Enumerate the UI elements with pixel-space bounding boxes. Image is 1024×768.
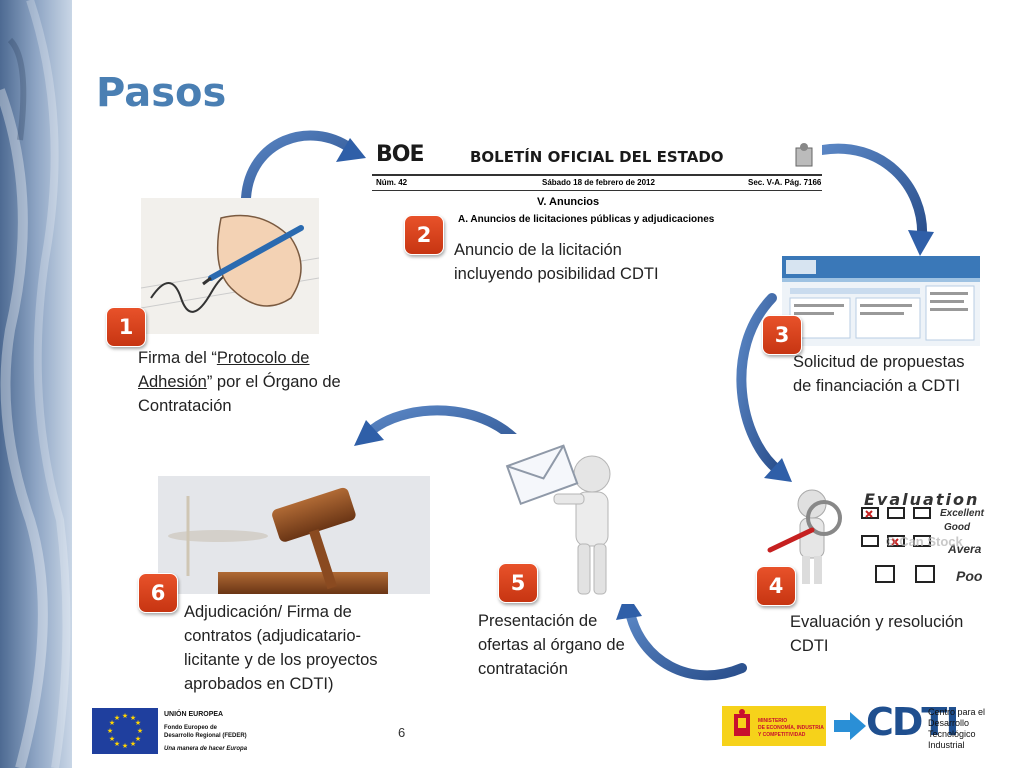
gavel-image — [158, 476, 430, 594]
svg-text:★: ★ — [114, 740, 120, 748]
evaluation-image: Evaluation Excellent Good Avera Poo © Ca… — [762, 486, 994, 596]
arrow-head-5 — [354, 420, 384, 446]
arrow-head-4 — [616, 592, 642, 620]
svg-text:★: ★ — [107, 727, 113, 735]
signing-hand-image — [141, 198, 319, 334]
eu-fund-line1: Fondo Europeo de — [164, 725, 217, 731]
evaluation-watermark: © Can Stock — [886, 534, 963, 549]
coat-of-arms-icon — [795, 143, 813, 167]
arrow-step1-to-step2 — [241, 130, 355, 203]
cdti-line2: Desarrollo — [928, 718, 970, 728]
arrow-step2-to-step3 — [817, 143, 928, 243]
evaluation-option-excellent: Excellent — [940, 508, 984, 519]
boe-issue-number: Núm. 42 — [376, 178, 408, 187]
decorative-side-strip — [0, 0, 72, 768]
cdti-website-image — [782, 256, 980, 346]
cdti-line1: Centro para el — [928, 707, 986, 717]
step-6-label: Adjudicación/ Firma de contratos (adjudi… — [184, 603, 378, 693]
cdti-line3: Tecnológico — [928, 729, 976, 739]
ministry-line1: MINISTERIO — [758, 718, 788, 724]
step-3-label: Solicitud de propuestas de financiación … — [793, 353, 965, 395]
evaluation-heading: Evaluation — [864, 490, 980, 509]
svg-text:★: ★ — [135, 719, 141, 727]
step-5-badge: 5 — [498, 563, 538, 603]
slide-title: Pasos — [96, 70, 227, 116]
spain-coat-of-arms-icon — [734, 709, 750, 736]
svg-text:★: ★ — [122, 712, 128, 720]
evaluation-option-good: Good — [944, 522, 971, 533]
boe-section: V. Anuncios — [537, 196, 600, 208]
ministry-line3: Y COMPETITIVIDAD — [758, 732, 806, 738]
arrow-step4-to-step5 — [625, 607, 747, 681]
evaluation-option-poor: Poo — [956, 568, 983, 584]
svg-text:★: ★ — [137, 727, 143, 735]
boe-image: BOE BOLETÍN OFICIAL DEL ESTADO Núm. 42 S… — [372, 140, 822, 232]
eu-fund-line2: Desarrollo Regional (FEDER) — [164, 733, 247, 739]
arrow-head-2 — [908, 230, 934, 256]
svg-text:★: ★ — [122, 742, 128, 750]
step-2-badge: 2 — [404, 215, 444, 255]
step-3-badge: 3 — [762, 315, 802, 355]
step-4-label: Evaluación y resolución CDTI — [790, 613, 964, 655]
step-6-badge: 6 — [138, 573, 178, 613]
arrow-head-3 — [764, 458, 792, 482]
svg-text:★: ★ — [109, 719, 115, 727]
svg-text:★: ★ — [114, 714, 120, 722]
eu-motto: Una manera de hacer Europa — [164, 746, 248, 752]
arrow-head-1 — [336, 138, 366, 162]
page-number: 6 — [398, 725, 406, 740]
cdti-line4: Industrial — [928, 740, 965, 750]
eu-flag: ★★★ ★★★ ★★★ ★★★ — [92, 708, 158, 754]
step-5-label: Presentación de ofertas al órgano de con… — [478, 612, 625, 678]
svg-text:★: ★ — [130, 740, 136, 748]
boe-date: Sábado 18 de febrero de 2012 — [542, 178, 655, 187]
boe-section-page: Sec. V-A. Pág. 7166 — [748, 178, 822, 187]
step-2-label: Anuncio de la licitación incluyendo posi… — [454, 241, 659, 283]
svg-text:★: ★ — [109, 735, 115, 743]
svg-text:★: ★ — [130, 714, 136, 722]
eu-title: UNIÓN EUROPEA — [164, 711, 224, 718]
boe-logo: BOE — [376, 142, 424, 167]
cdti-logo: CDTI — [866, 700, 959, 744]
protocol-link[interactable]: Protocolo de Adhesión — [138, 349, 310, 391]
boe-header: BOLETÍN OFICIAL DEL ESTADO — [470, 148, 724, 166]
svg-text:★: ★ — [135, 735, 141, 743]
step-1-badge: 1 — [106, 307, 146, 347]
cdti-arrow-icon — [834, 712, 866, 740]
ministry-line2: DE ECONOMÍA, INDUSTRIA — [758, 725, 824, 731]
boe-subsection: A. Anuncios de licitaciones públicas y a… — [458, 214, 715, 225]
evaluation-option-average: Avera — [948, 542, 982, 556]
step-1-label: Firma del “Protocolo de Adhesión” por el… — [138, 349, 341, 415]
arrow-step3-to-step4 — [736, 293, 783, 475]
step-4-badge: 4 — [756, 566, 796, 606]
ministry-logo: MINISTERIO DE ECONOMÍA, INDUSTRIA Y COMP… — [722, 706, 826, 746]
